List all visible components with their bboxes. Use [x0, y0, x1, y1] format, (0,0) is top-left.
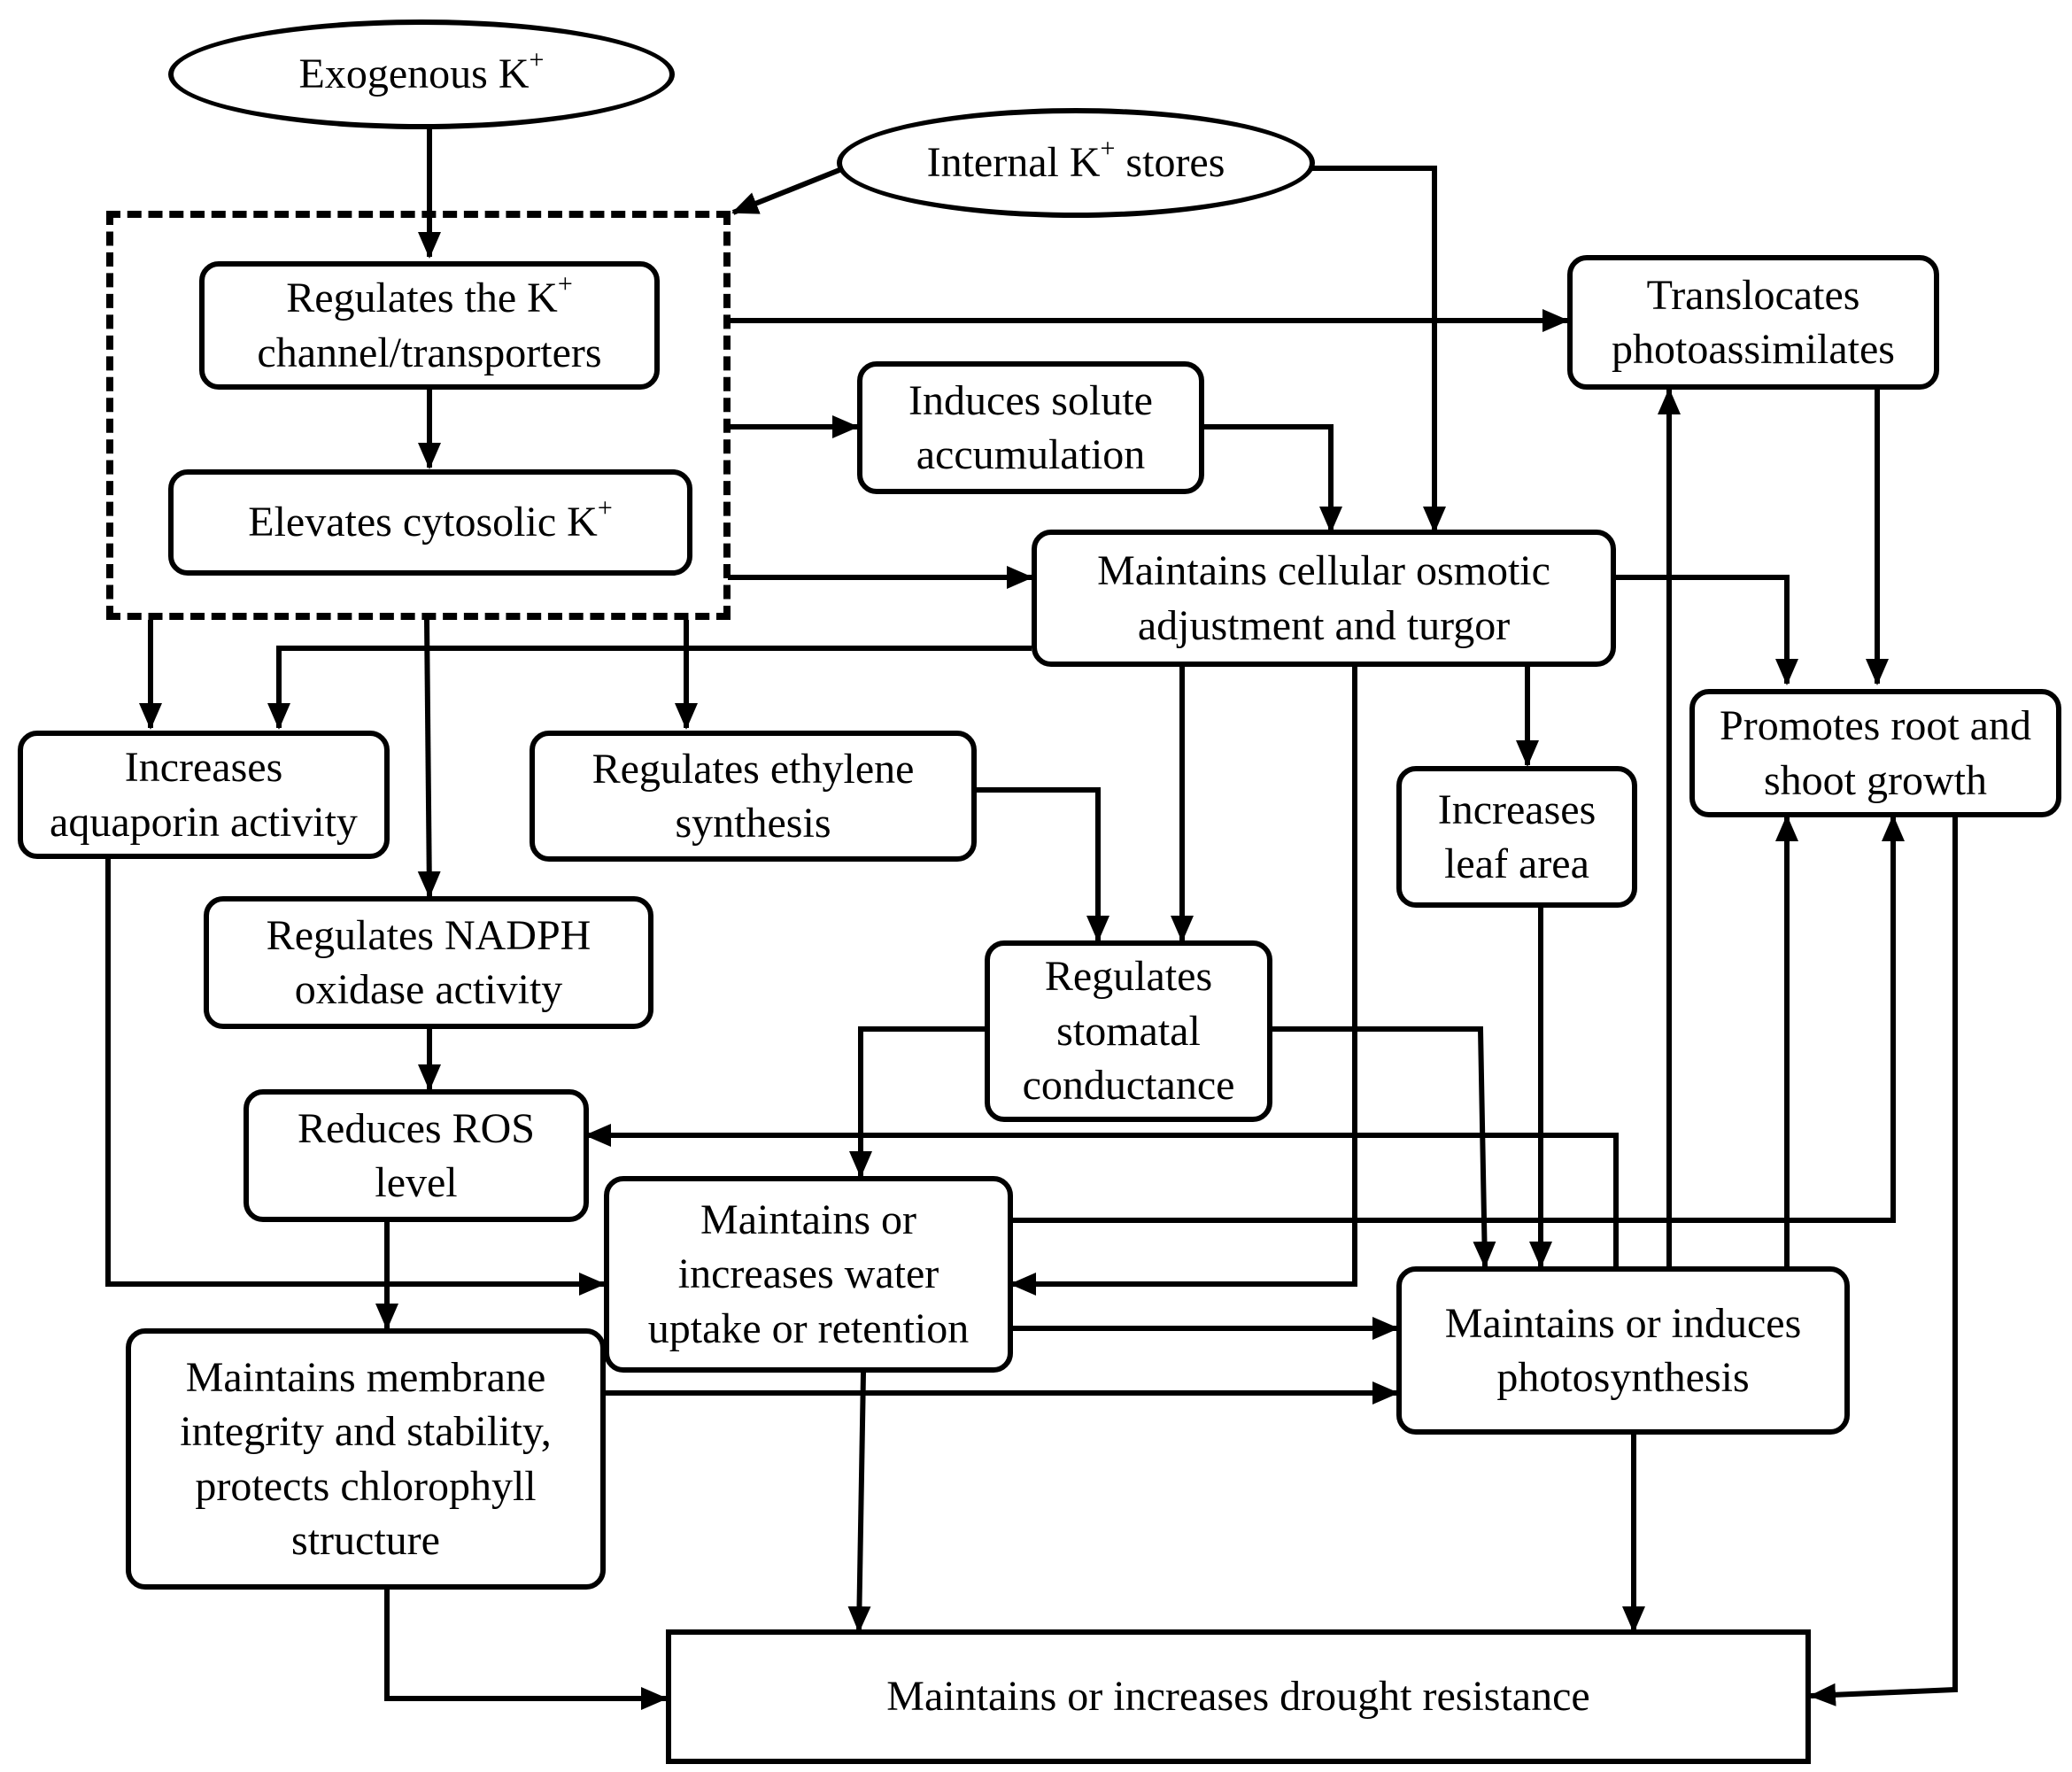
membrane-integrity-node: Maintains membrane integrity and stabili…	[126, 1328, 606, 1590]
arrow-internal-to-osmotic	[1310, 166, 1446, 533]
arrow-osmotic-to-aquaporin	[267, 646, 1032, 730]
translocates-photoassimilates-node: Translocates photoassimilates	[1567, 255, 1939, 390]
induces-solute-accumulation-node: Induces solute accumulation	[857, 361, 1204, 494]
elevates-cytosolic-k-node: Elevates cytosolic K+	[168, 469, 692, 576]
ethylene-synthesis-node: Regulates ethylene synthesis	[530, 731, 977, 862]
cellular-k-regulation-group	[106, 211, 731, 620]
arrow-water-to-growth	[1011, 815, 1905, 1223]
arrow-membrane-to-drought	[384, 1590, 668, 1710]
reduces-ros-node: Reduces ROS level	[244, 1089, 589, 1222]
arrow-solute-to-osmotic	[1200, 424, 1342, 533]
arrow-ethylene-to-stomatal	[974, 787, 1109, 942]
aquaporin-activity-node: Increases aquaporin activity	[18, 731, 390, 859]
arrow-growth-to-drought	[1809, 816, 1958, 1706]
arrow-group-to-nadph	[417, 619, 441, 898]
arrow-aquaporin-to-water	[105, 859, 606, 1296]
water-uptake-node: Maintains or increases water uptake or r…	[604, 1176, 1013, 1373]
internal-k-stores-node: Internal K+ stores	[837, 108, 1315, 218]
regulates-k-channel-node: Regulates the K+ channel/transporters	[199, 261, 660, 390]
promotes-growth-node: Promotes root and shoot growth	[1689, 689, 2061, 817]
stomatal-conductance-node: Regulates stomatal conductance	[985, 940, 1272, 1122]
exogenous-k-node: Exogenous K+	[168, 19, 675, 129]
nadph-oxidase-node: Regulates NADPH oxidase activity	[204, 896, 653, 1029]
osmotic-adjustment-node: Maintains cellular osmotic adjustment an…	[1032, 530, 1616, 667]
arrow-osmotic-to-growth	[1612, 575, 1798, 685]
arrow-water-to-drought	[847, 1372, 871, 1633]
photosynthesis-node: Maintains or induces photosynthesis	[1396, 1266, 1850, 1435]
arrow-internal-to-group	[731, 167, 841, 215]
arrow-stomatal-to-water	[849, 1026, 987, 1178]
drought-resistance-node: Maintains or increases drought resistanc…	[666, 1629, 1811, 1764]
arrow-stomatal-to-photosynthesis	[1271, 1026, 1496, 1268]
leaf-area-node: Increases leaf area	[1396, 766, 1637, 908]
arrow-osmotic-to-water	[1009, 666, 1357, 1296]
